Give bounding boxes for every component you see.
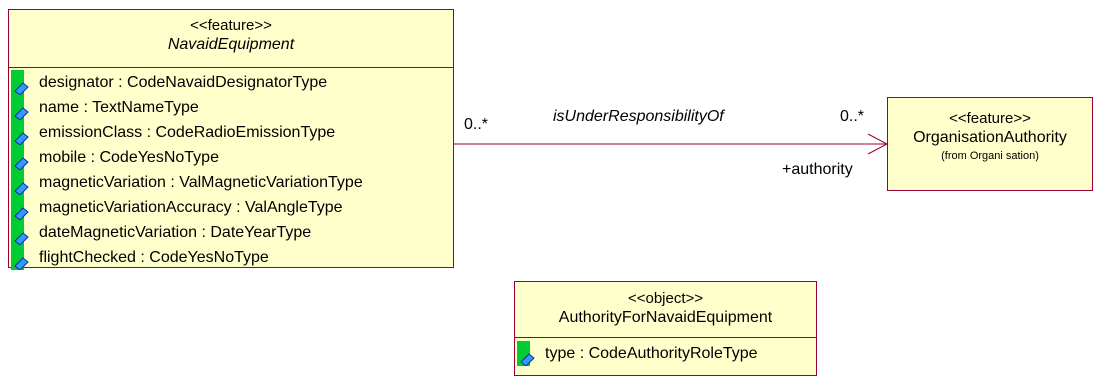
class-navaid-equipment[interactable]: <<feature>> NavaidEquipment designator :…: [8, 9, 454, 270]
attribute-row[interactable]: dateMagneticVariation : DateYearType: [9, 220, 453, 245]
stereotype-label: <<feature>>: [949, 110, 1031, 127]
attribute-text: emissionClass : CodeRadioEmissionType: [39, 124, 336, 141]
attribute-icon: [11, 220, 29, 245]
attribute-row[interactable]: magneticVariation : ValMagneticVariation…: [9, 170, 453, 195]
target-multiplicity: 0..*: [840, 108, 865, 125]
stereotype-label: <<object>>: [627, 290, 704, 307]
attribute-icon: [11, 95, 29, 120]
attribute-row[interactable]: flightChecked : CodeYesNoType: [9, 245, 453, 270]
attribute-row[interactable]: designator : CodeNavaidDesignatorType: [9, 70, 453, 95]
attribute-text: flightChecked : CodeYesNoType: [39, 249, 269, 266]
attribute-text: magneticVariationAccuracy : ValAngleType: [39, 199, 343, 216]
class-organisation-authority[interactable]: <<feature>> OrganisationAuthority (from …: [887, 97, 1093, 191]
attribute-icon: [11, 145, 29, 170]
attribute-icon: [11, 245, 29, 270]
stereotype-label: <<feature>>: [190, 17, 272, 34]
source-multiplicity: 0..*: [464, 116, 489, 133]
class-header: <<feature>> NavaidEquipment: [9, 10, 453, 67]
attribute-compartment: type : CodeAuthorityRoleType: [515, 337, 816, 366]
attribute-text: mobile : CodeYesNoType: [39, 149, 219, 166]
attribute-icon: [517, 341, 535, 366]
attribute-icon: [11, 195, 29, 220]
attribute-icon: [11, 170, 29, 195]
attribute-compartment: designator : CodeNavaidDesignatorType nam…: [9, 67, 453, 270]
attribute-row[interactable]: emissionClass : CodeRadioEmissionType: [9, 120, 453, 145]
attribute-text: dateMagneticVariation : DateYearType: [39, 224, 312, 241]
attribute-row[interactable]: magneticVariationAccuracy : ValAngleType: [9, 195, 453, 220]
attribute-text: designator : CodeNavaidDesignatorType: [39, 74, 328, 91]
class-header: <<feature>> OrganisationAuthority (from …: [888, 98, 1092, 164]
class-name: AuthorityForNavaidEquipment: [558, 309, 773, 326]
attribute-icon: [11, 120, 29, 145]
attribute-row[interactable]: type : CodeAuthorityRoleType: [515, 341, 816, 366]
class-name: NavaidEquipment: [167, 36, 295, 53]
attribute-text: magneticVariation : ValMagneticVariation…: [39, 174, 363, 191]
class-header: <<object>> AuthorityForNavaidEquipment: [515, 282, 816, 337]
attribute-row[interactable]: mobile : CodeYesNoType: [9, 145, 453, 170]
package-origin-label: (from Organi sation): [941, 150, 1039, 162]
attribute-icon: [11, 70, 29, 95]
attribute-row[interactable]: name : TextNameType: [9, 95, 453, 120]
class-name: OrganisationAuthority: [913, 129, 1067, 146]
association-name: isUnderResponsibilityOf: [553, 108, 724, 125]
attribute-text: type : CodeAuthorityRoleType: [545, 345, 758, 362]
target-role-label: +authority: [782, 161, 853, 178]
attribute-text: name : TextNameType: [39, 99, 199, 116]
class-authority-for-navaid-equipment[interactable]: <<object>> AuthorityForNavaidEquipment t…: [514, 281, 817, 376]
